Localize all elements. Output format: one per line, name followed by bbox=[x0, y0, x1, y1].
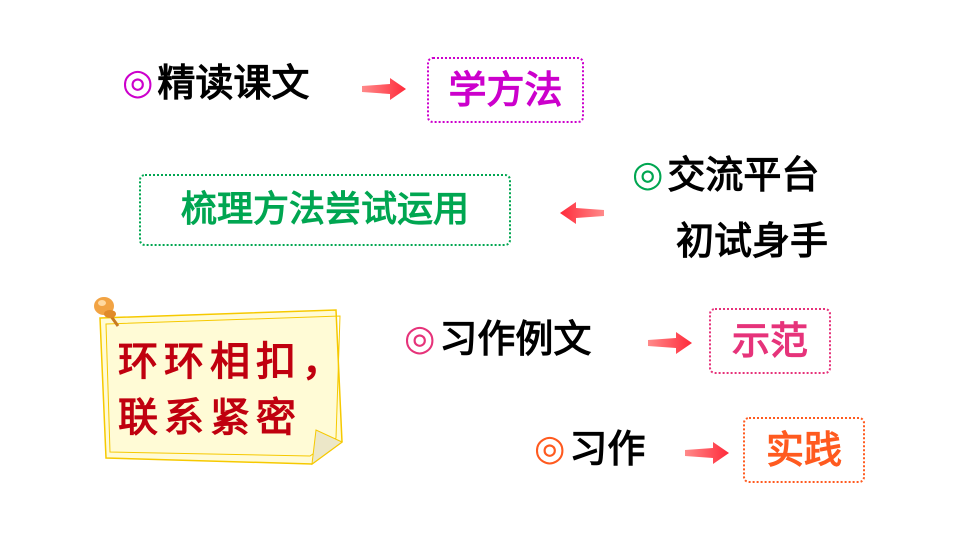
result-box-practice: 实践 bbox=[743, 417, 865, 483]
step-exchange-label-2: 初试身手 bbox=[676, 219, 829, 263]
step-writing-label: 习作 bbox=[569, 427, 646, 471]
arrow-right-icon bbox=[648, 332, 692, 354]
result-demo-text: 示范 bbox=[731, 319, 808, 363]
result-box-demo: 示范 bbox=[709, 308, 831, 374]
bullet-icon: ◎ bbox=[122, 62, 154, 103]
bullet-icon: ◎ bbox=[632, 154, 664, 195]
step-writing: ◎ 习作 bbox=[534, 430, 645, 468]
note-line-1: 环环相扣， bbox=[118, 338, 348, 385]
note-line-2: 联系紧密 bbox=[118, 394, 302, 441]
result-box-practice-method: 梳理方法尝试运用 bbox=[139, 174, 511, 246]
arrow-left-icon bbox=[560, 202, 604, 224]
arrow-right-icon bbox=[685, 442, 729, 464]
step-read: ◎ 精读课文 bbox=[122, 64, 309, 102]
step-exchange-label: 交流平台 bbox=[667, 153, 820, 197]
sticky-note bbox=[99, 309, 343, 466]
bullet-icon: ◎ bbox=[534, 428, 566, 469]
pushpin-icon bbox=[94, 297, 120, 327]
arrow-right-icon bbox=[362, 78, 406, 100]
result-practice-method-text: 梳理方法尝试运用 bbox=[180, 189, 469, 230]
step-read-label: 精读课文 bbox=[157, 61, 310, 105]
result-box-method: 学方法 bbox=[427, 57, 584, 123]
result-practice-text: 实践 bbox=[765, 428, 842, 472]
step-example: ◎ 习作例文 bbox=[404, 320, 591, 358]
result-method-text: 学方法 bbox=[448, 68, 563, 112]
step-exchange: ◎ 交流平台 bbox=[632, 156, 819, 194]
bullet-icon: ◎ bbox=[404, 318, 436, 359]
step-example-label: 习作例文 bbox=[439, 317, 592, 361]
